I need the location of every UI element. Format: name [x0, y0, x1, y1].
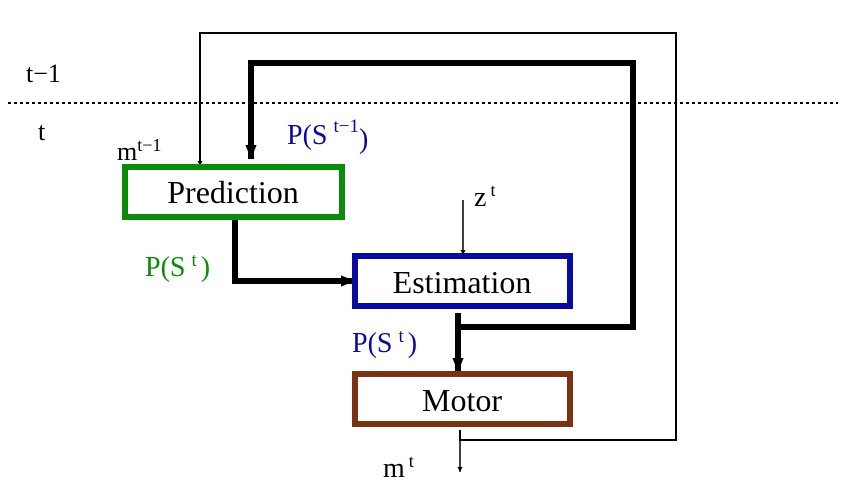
m-out-sup: t — [409, 451, 414, 471]
time-label-current: t — [38, 117, 46, 146]
p-s-pred-close: ) — [201, 252, 210, 283]
m-prev-base: m — [117, 137, 137, 166]
p-s-pred-label: P(S t) — [145, 250, 210, 283]
p-s-pred-base: P(S — [145, 252, 185, 283]
z-base: z — [474, 182, 486, 213]
z-sup: t — [490, 180, 495, 200]
m-out-base: m — [383, 453, 405, 483]
prediction-box — [122, 164, 345, 220]
m-prev-sup: t−1 — [137, 135, 161, 155]
prediction-to-estimation-arrow — [232, 218, 355, 287]
m-prev-label: mt−1 — [117, 135, 161, 166]
estimation-box-label: Estimation — [393, 264, 532, 300]
p-s-prev-label: P(S t−1) — [287, 116, 368, 155]
p-s-pred-sup: t — [191, 250, 197, 271]
p-s-est-sup: t — [398, 326, 404, 347]
estimation-box — [352, 253, 573, 309]
p-s-prev-base: P(S — [287, 120, 327, 151]
p-s-prev-close: ) — [359, 124, 368, 155]
p-s-est-close: ) — [408, 328, 417, 359]
motor-box-label: Motor — [422, 382, 502, 418]
prediction-box-label: Prediction — [167, 174, 299, 210]
p-s-est-base: P(S — [352, 328, 392, 359]
p-s-prev-sup: t−1 — [333, 116, 359, 137]
p-s-est-label: P(S t) — [352, 326, 417, 359]
time-label-previous: t−1 — [26, 59, 61, 88]
motor-box — [352, 371, 573, 427]
